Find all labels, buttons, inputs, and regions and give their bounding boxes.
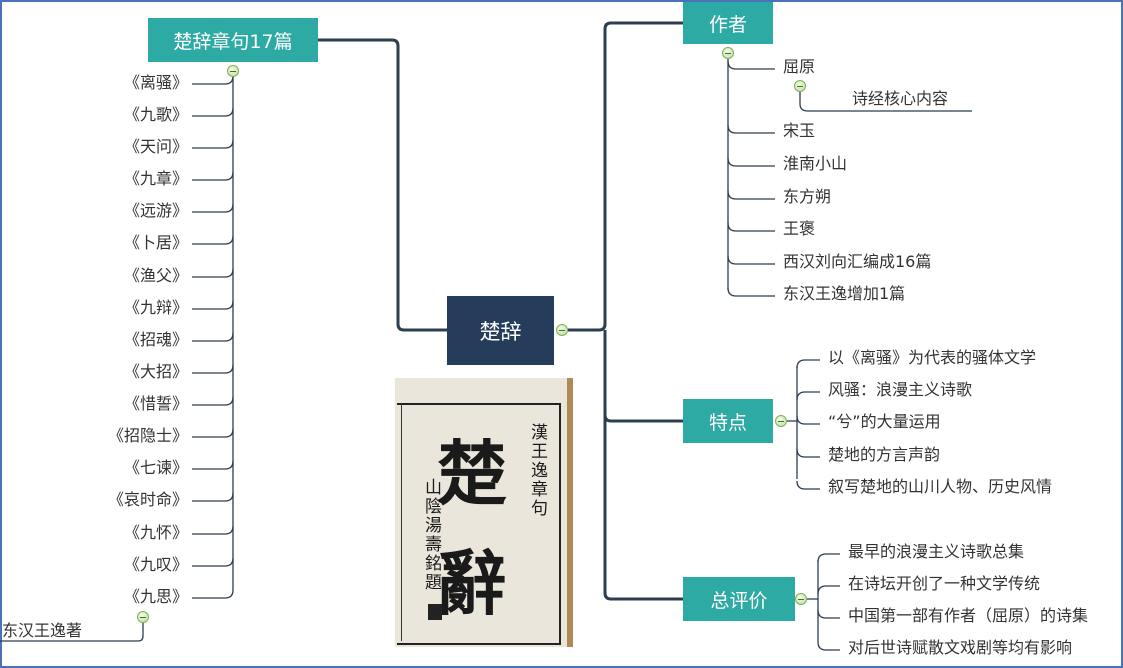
- root-label: 楚辞: [479, 319, 522, 344]
- list-item[interactable]: 以《离骚》为代表的骚体文学: [828, 348, 1037, 367]
- cover-right-column: 漢王逸章句: [527, 423, 547, 518]
- list-item[interactable]: 《渔父》: [123, 266, 188, 285]
- connector-line: [192, 139, 234, 149]
- list-item[interactable]: 《九思》: [123, 587, 188, 606]
- connector-line: [192, 396, 234, 406]
- connector-line: [192, 332, 234, 342]
- features-label: 特点: [708, 411, 747, 434]
- list-item[interactable]: 中国第一部有作者（屈原）的诗集: [848, 606, 1089, 625]
- connector-line: [796, 391, 820, 401]
- list-item[interactable]: 《惜誓》: [123, 394, 188, 413]
- list-item[interactable]: 《招魂》: [123, 330, 188, 349]
- authors-node[interactable]: 作者: [683, 2, 773, 44]
- collapse-toggle-root[interactable]: [556, 324, 568, 336]
- connector-line: [192, 364, 234, 374]
- list-item[interactable]: 《天问》: [123, 137, 188, 156]
- cover-left-column: 山陰湯壽銘題: [421, 478, 441, 592]
- connector-line: [192, 268, 234, 278]
- connector-line: [727, 222, 775, 232]
- connector-line: [817, 585, 840, 595]
- evaluation-node[interactable]: 总评价: [683, 577, 795, 621]
- collapse-toggle-quyuan[interactable]: [794, 80, 806, 92]
- cover-title-bottom: 辭: [437, 542, 507, 625]
- list-item[interactable]: 西汉刘向汇编成16篇: [783, 252, 932, 271]
- features-node[interactable]: 特点: [683, 399, 773, 443]
- left-branch-label: 楚辞章句17篇: [173, 30, 293, 53]
- collapse-toggle-features[interactable]: [775, 415, 787, 427]
- connector-line: [192, 492, 234, 502]
- list-item[interactable]: 叙写楚地的山川人物、历史风情: [828, 477, 1053, 496]
- connector-line: [192, 107, 234, 117]
- connector-line: [192, 525, 234, 535]
- connector-line: [192, 235, 234, 245]
- list-item[interactable]: 王褒: [783, 219, 816, 238]
- seal-stamp: [428, 604, 442, 620]
- evaluation-label: 总评价: [710, 589, 768, 612]
- connector-line: [192, 428, 234, 438]
- connector-line: [192, 300, 234, 310]
- collapse-toggle-jiusi[interactable]: [137, 611, 149, 623]
- connector-line: [192, 460, 234, 470]
- list-item[interactable]: 《七谏》: [123, 458, 188, 477]
- connector-line: [796, 415, 820, 425]
- list-item[interactable]: 《招隐士》: [107, 426, 188, 445]
- connector-line: [727, 255, 775, 265]
- collapse-toggle-authors[interactable]: [722, 47, 734, 59]
- left-branch-node[interactable]: 楚辞章句17篇: [148, 18, 318, 62]
- list-item[interactable]: 《九怀》: [123, 523, 188, 542]
- connector-line: [727, 60, 775, 70]
- list-item[interactable]: 《哀时命》: [107, 490, 188, 509]
- list-item[interactable]: 《九歌》: [123, 105, 188, 124]
- list-item[interactable]: 东方朔: [783, 187, 832, 206]
- list-item[interactable]: 在诗坛开创了一种文学传统: [848, 574, 1041, 593]
- connector-line: [796, 359, 820, 369]
- connector-line: [192, 75, 234, 85]
- list-item[interactable]: 屈原: [783, 57, 816, 76]
- cover-title-top: 楚: [437, 432, 507, 515]
- list-item[interactable]: 最早的浪漫主义诗歌总集: [848, 542, 1025, 561]
- connector-line: [727, 157, 775, 167]
- connector-line: [192, 589, 234, 599]
- connector-line: [796, 480, 820, 490]
- connector-line: [727, 190, 775, 200]
- connector-line: [817, 609, 840, 619]
- connector-line: [817, 553, 840, 563]
- list-item[interactable]: 楚地的方言声韵: [828, 445, 941, 464]
- connector-line: [192, 203, 234, 213]
- authors-label: 作者: [708, 13, 747, 36]
- list-item[interactable]: 《九叹》: [123, 555, 188, 574]
- list-item[interactable]: 东汉王逸增加1篇: [783, 284, 906, 303]
- connector-line: [799, 92, 972, 112]
- collapse-toggle-left[interactable]: [227, 65, 239, 77]
- connector-line: [817, 641, 840, 651]
- list-item[interactable]: 淮南小山: [783, 154, 848, 173]
- connector-line: [796, 448, 820, 458]
- list-item[interactable]: “兮”的大量运用: [828, 412, 941, 431]
- connector-line: [192, 557, 234, 567]
- list-item[interactable]: 宋玉: [783, 121, 816, 140]
- list-item[interactable]: 《九辩》: [123, 298, 188, 317]
- collapse-toggle-evaluation[interactable]: [795, 593, 807, 605]
- list-item[interactable]: 《卜居》: [123, 233, 188, 252]
- connector-line: [727, 287, 775, 297]
- list-item[interactable]: 《远游》: [123, 201, 188, 220]
- connector-line: [727, 124, 775, 134]
- list-item[interactable]: 风骚：浪漫主义诗歌: [828, 380, 973, 399]
- left-sub-item[interactable]: 东汉王逸著: [2, 621, 83, 640]
- list-item[interactable]: 《离骚》: [123, 73, 188, 92]
- connector-line: [0, 623, 144, 642]
- quyuan-child[interactable]: 诗经核心内容: [852, 89, 949, 108]
- list-item[interactable]: 《大招》: [123, 362, 188, 381]
- list-item[interactable]: 对后世诗赋散文戏剧等均有影响: [848, 638, 1073, 657]
- list-item[interactable]: 《九章》: [123, 169, 188, 188]
- connector-line: [192, 171, 234, 181]
- root-node[interactable]: 楚辞: [447, 296, 554, 365]
- book-cover-image: 楚 辭 漢王逸章句 山陰湯壽銘題: [395, 378, 573, 647]
